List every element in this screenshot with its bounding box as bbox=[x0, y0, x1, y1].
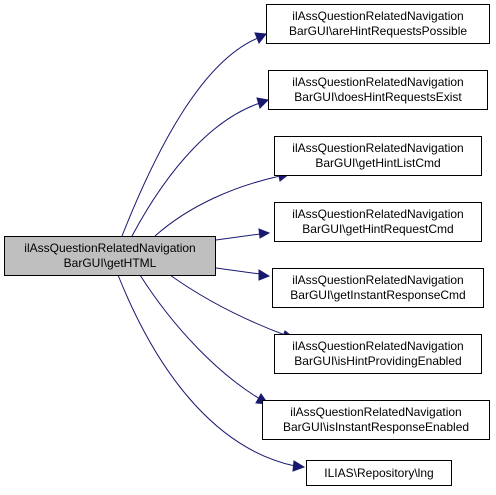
node-label-line1: ilAssQuestionRelatedNavigation bbox=[292, 339, 464, 353]
node-label-line1: ilAssQuestionRelatedNavigation bbox=[292, 9, 464, 23]
edge-to-is-instant-response-enabled bbox=[139, 274, 261, 400]
node-label-line2: BarGUI\getHTML bbox=[63, 256, 157, 270]
node-source-get-html[interactable]: ilAssQuestionRelatedNavigation BarGUI\ge… bbox=[4, 236, 216, 276]
edge-to-is-hint-providing-enabled bbox=[169, 274, 286, 336]
arrowhead-are-hint-requests-possible bbox=[254, 32, 267, 44]
edge-to-does-hint-requests-exist bbox=[131, 102, 261, 237]
node-label-line1: ilAssQuestionRelatedNavigation bbox=[292, 273, 464, 287]
node-is-instant-response-enabled[interactable]: ilAssQuestionRelatedNavigation BarGUI\is… bbox=[262, 400, 490, 440]
edge-to-get-hint-list-cmd bbox=[154, 175, 281, 237]
node-label-line1: ilAssQuestionRelatedNavigation bbox=[24, 241, 196, 255]
edge-to-are-hint-requests-possible bbox=[121, 37, 259, 237]
node-is-hint-providing-enabled[interactable]: ilAssQuestionRelatedNavigation BarGUI\is… bbox=[274, 334, 482, 374]
node-label-line2: BarGUI\doesHintRequestsExist bbox=[294, 90, 462, 104]
arrowhead-does-hint-requests-exist bbox=[256, 97, 270, 109]
node-are-hint-requests-possible[interactable]: ilAssQuestionRelatedNavigation BarGUI\ar… bbox=[266, 4, 490, 44]
node-label-line2: BarGUI\isHintProvidingEnabled bbox=[294, 354, 462, 368]
node-label-line2: BarGUI\isInstantResponseEnabled bbox=[282, 420, 470, 434]
arrowhead-get-hint-request-cmd bbox=[258, 228, 271, 239]
node-ilias-repository-lng[interactable]: ILIAS\Repository\lng bbox=[306, 460, 452, 486]
node-label-line1: ilAssQuestionRelatedNavigation bbox=[292, 75, 464, 89]
edge-to-get-hint-request-cmd bbox=[215, 233, 261, 241]
node-get-hint-list-cmd[interactable]: ilAssQuestionRelatedNavigation BarGUI\ge… bbox=[274, 136, 482, 176]
node-get-instant-response-cmd[interactable]: ilAssQuestionRelatedNavigation BarGUI\ge… bbox=[272, 268, 484, 308]
node-get-hint-request-cmd[interactable]: ilAssQuestionRelatedNavigation BarGUI\ge… bbox=[274, 202, 482, 242]
node-label: ILIAS\Repository\lng bbox=[324, 465, 434, 480]
node-does-hint-requests-exist[interactable]: ilAssQuestionRelatedNavigation BarGUI\do… bbox=[268, 70, 488, 110]
node-label-line2: BarGUI\areHintRequestsPossible bbox=[288, 24, 468, 38]
arrowhead-get-instant-response-cmd bbox=[258, 269, 271, 281]
arrowhead-ilias-repository-lng bbox=[292, 460, 306, 472]
node-label-line2: BarGUI\getInstantResponseCmd bbox=[290, 288, 466, 302]
node-label-line1: ilAssQuestionRelatedNavigation bbox=[292, 207, 464, 221]
node-label-line1: ilAssQuestionRelatedNavigation bbox=[292, 141, 464, 155]
node-label-line2: BarGUI\getHintRequestCmd bbox=[302, 222, 454, 236]
node-label-line1: ilAssQuestionRelatedNavigation bbox=[290, 405, 462, 419]
edge-to-get-instant-response-cmd bbox=[215, 267, 261, 275]
node-label-line2: BarGUI\getHintListCmd bbox=[315, 156, 441, 170]
edge-to-ilias-repository-lng bbox=[117, 274, 296, 467]
